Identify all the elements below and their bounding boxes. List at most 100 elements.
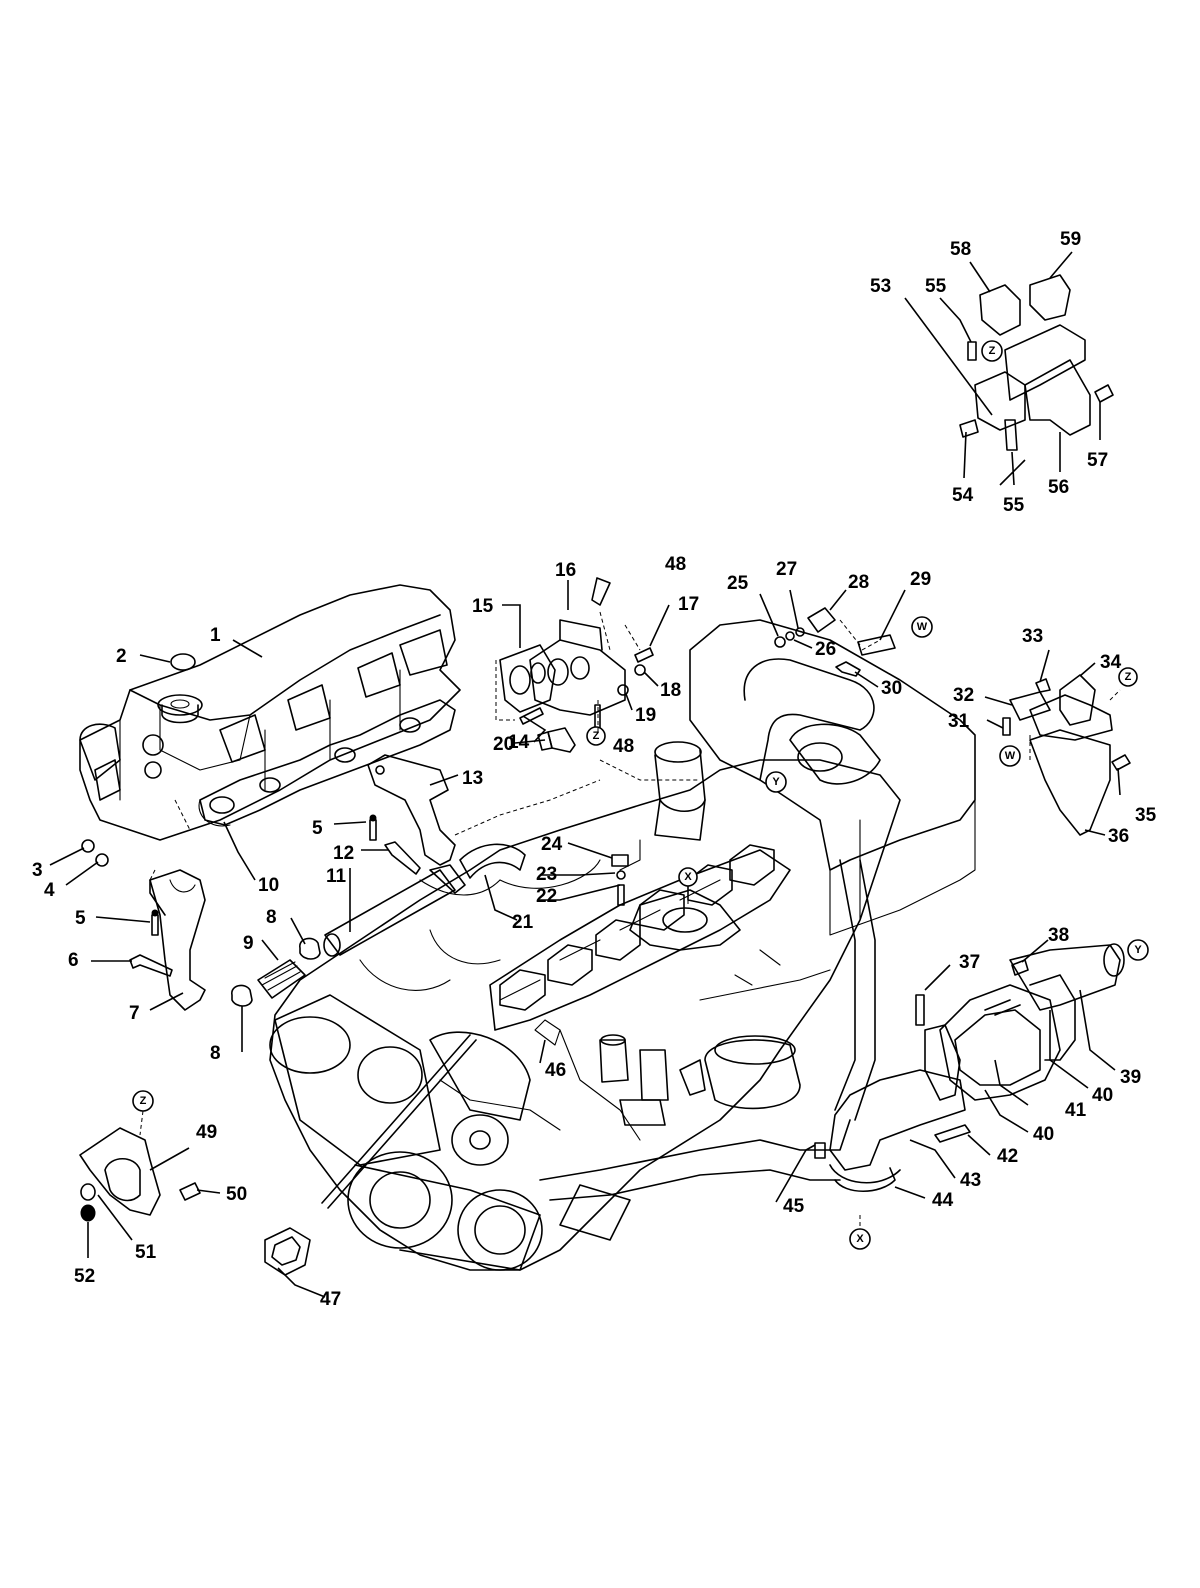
callout-9: 9	[243, 933, 254, 954]
callout-26: 26	[815, 639, 836, 660]
bracket-part-28	[807, 607, 836, 633]
ref-label: W	[917, 621, 928, 633]
callout-54: 54	[952, 485, 974, 506]
callout-40: 40	[1092, 1085, 1113, 1106]
hose-part-21	[459, 843, 526, 879]
callout-46: 46	[545, 1060, 566, 1081]
callout-22: 22	[536, 886, 557, 907]
callout-36: 36	[1108, 826, 1129, 847]
callout-42: 42	[997, 1146, 1018, 1167]
bolt-part-6	[129, 954, 173, 977]
bracket-part-7	[149, 869, 206, 1011]
washer-part-4	[95, 853, 109, 867]
ref-label: X	[684, 871, 692, 883]
callout-21: 21	[512, 912, 534, 933]
callout-19: 19	[635, 705, 656, 726]
bracket-part-29	[857, 634, 896, 656]
nut-part-25	[774, 636, 786, 648]
callout-51: 51	[135, 1242, 157, 1263]
callout-8: 8	[266, 907, 277, 928]
callout-27: 27	[776, 559, 797, 580]
callout-45: 45	[783, 1196, 805, 1217]
ref-label: Z	[140, 1095, 147, 1107]
ref-label: X	[856, 1233, 864, 1245]
stud-part-22	[617, 884, 625, 906]
callout-31: 31	[948, 711, 970, 732]
bolt-part-12	[384, 841, 421, 875]
stud-part-48-upper	[591, 577, 611, 606]
callout-48: 48	[665, 554, 686, 575]
ref-label: Y	[1134, 944, 1142, 956]
sensor-part-20	[537, 727, 576, 753]
callout-13: 13	[462, 768, 483, 789]
ref-label: Y	[772, 776, 780, 788]
callout-55: 55	[1003, 495, 1025, 516]
callout-6: 6	[68, 950, 79, 971]
fitting-part-46	[534, 1019, 561, 1046]
callout-41: 41	[1065, 1100, 1087, 1121]
bolt-part-17	[634, 647, 654, 663]
ref-label: Z	[1125, 671, 1132, 683]
callout-43: 43	[960, 1170, 981, 1191]
nut-part-18	[634, 664, 646, 676]
exhaust-elbow-assembly	[814, 943, 1125, 1192]
leader-lines	[49, 251, 1121, 1298]
ref-label: Z	[593, 730, 600, 742]
callout-16: 16	[555, 560, 576, 581]
callout-15: 15	[472, 596, 494, 617]
callout-35: 35	[1135, 805, 1157, 826]
callout-29: 29	[910, 569, 931, 590]
callout-14: 14	[508, 732, 530, 753]
callout-34: 34	[1100, 652, 1122, 673]
throttle-body-part-16	[529, 619, 626, 716]
callout-59: 59	[1060, 229, 1081, 250]
ref-label: W	[1005, 750, 1016, 762]
clamp-part-8-lower	[231, 984, 253, 1007]
callout-50: 50	[226, 1184, 247, 1205]
washer-part-19	[617, 684, 629, 696]
callout-37: 37	[959, 952, 980, 973]
callout-48: 48	[613, 736, 634, 757]
callout-28: 28	[848, 572, 869, 593]
callout-44: 44	[932, 1190, 954, 1211]
bracket-part-13	[367, 754, 456, 866]
callout-11: 11	[326, 866, 347, 887]
ref-label: Z	[989, 345, 996, 357]
callout-5: 5	[75, 908, 86, 929]
ref-marker-x-engine: X	[678, 867, 698, 887]
callout-32: 32	[953, 685, 974, 706]
hose-part-9	[257, 959, 306, 999]
callout-1: 1	[210, 625, 221, 646]
ref-marker-y-elbow: Y	[1127, 939, 1149, 961]
engine-block	[269, 619, 976, 1271]
bolt-part-5-upper	[369, 814, 377, 841]
mount-assembly-49-52	[79, 1127, 201, 1222]
callout-10: 10	[258, 875, 279, 896]
washer-part-23	[616, 870, 626, 880]
ref-marker-w-right: W	[999, 745, 1021, 767]
callout-20: 20	[493, 734, 514, 755]
callout-17: 17	[678, 594, 699, 615]
callout-2: 2	[116, 646, 127, 667]
gasket-part-15	[499, 644, 556, 713]
nut-part-3	[81, 839, 95, 853]
callout-labels: 1 2 3 4 5 5 6 7 8 8 9 10 11 12 13 14 15 …	[32, 229, 1157, 1310]
callout-53: 53	[870, 276, 891, 297]
ref-marker-z-bottom-left: Z	[132, 1090, 154, 1112]
bolt-part-30	[835, 661, 861, 677]
ref-marker-y-engine: Y	[765, 771, 787, 793]
callout-39: 39	[1120, 1067, 1141, 1088]
callout-47: 47	[320, 1289, 341, 1310]
callout-7: 7	[129, 1003, 140, 1024]
callout-23: 23	[536, 864, 557, 885]
callout-33: 33	[1022, 626, 1043, 647]
callout-3: 3	[32, 860, 43, 881]
ref-marker-z-right: Z	[1118, 667, 1138, 687]
callout-18: 18	[660, 680, 681, 701]
gasket-part-47	[264, 1227, 311, 1276]
ref-marker-w-top: W	[911, 616, 933, 638]
callout-52: 52	[74, 1266, 95, 1287]
ref-marker-z-middle: Z	[586, 726, 606, 746]
callout-58: 58	[950, 239, 971, 260]
